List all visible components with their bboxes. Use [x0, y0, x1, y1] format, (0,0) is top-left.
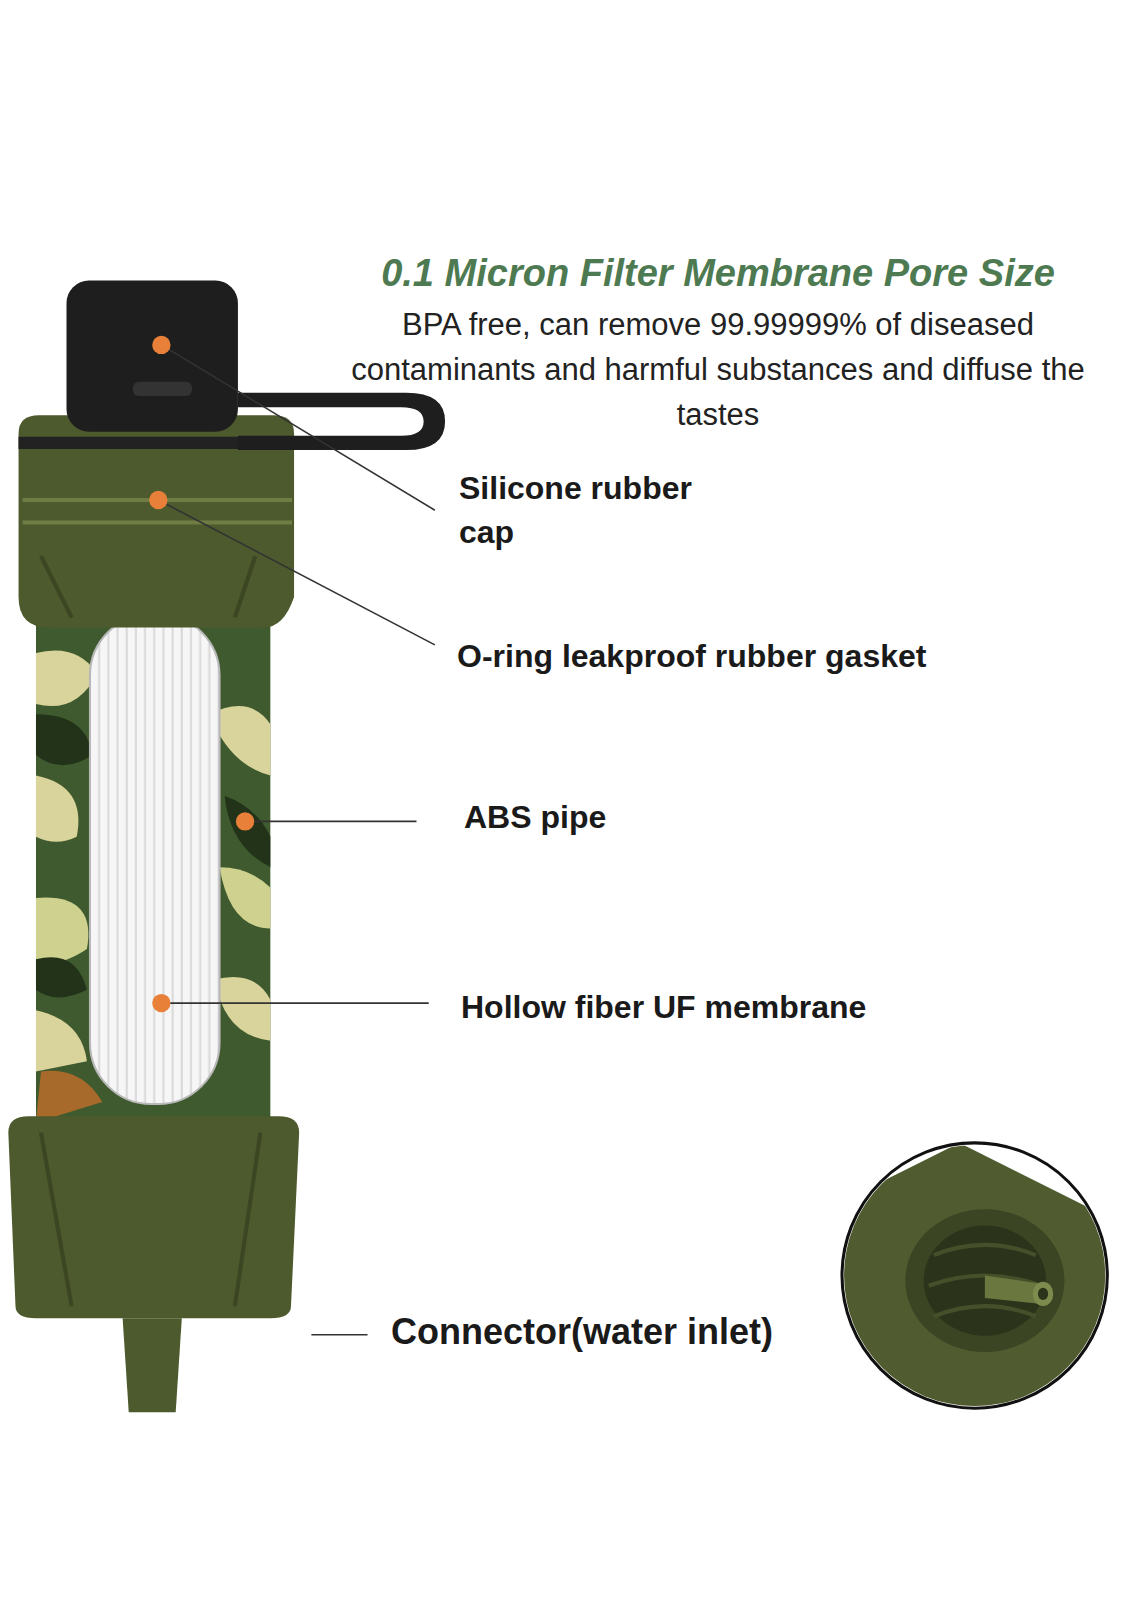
title: 0.1 Micron Filter Membrane Pore Size [381, 252, 1055, 295]
part-label: Silicone rubber cap [459, 466, 699, 554]
part-label: Hollow fiber UF membrane [461, 985, 866, 1029]
part-label: O-ring leakproof rubber gasket [457, 634, 926, 678]
part-label: Connector(water inlet) [391, 1310, 773, 1354]
part-label: ABS pipe [464, 795, 606, 839]
subtitle-note: BPA free, can remove 99.99999% of diseas… [318, 302, 1118, 437]
